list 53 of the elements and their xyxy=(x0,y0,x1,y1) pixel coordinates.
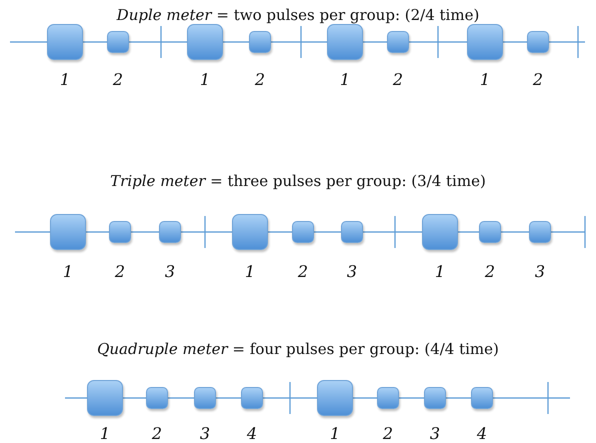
beat-number: 2 xyxy=(112,70,124,89)
beat-number: 1 xyxy=(244,262,256,281)
beat-number: 2 xyxy=(484,262,496,281)
strong-pulse-square xyxy=(467,24,503,60)
weak-pulse-square xyxy=(529,221,551,243)
strong-pulse-square xyxy=(422,214,458,250)
beat-number: 2 xyxy=(114,262,126,281)
beat-number: 3 xyxy=(534,262,546,281)
weak-pulse-square xyxy=(479,221,501,243)
weak-pulse-square xyxy=(341,221,363,243)
weak-pulse-square xyxy=(107,31,129,53)
weak-pulse-square xyxy=(109,221,131,243)
weak-pulse-square xyxy=(424,387,446,409)
beat-number: 1 xyxy=(434,262,446,281)
beat-number: 1 xyxy=(60,70,70,89)
beat-number: 2 xyxy=(532,70,544,89)
beat-number: 3 xyxy=(430,424,440,443)
strong-pulse-square xyxy=(327,24,363,60)
beat-number: 3 xyxy=(164,262,176,281)
weak-pulse-square xyxy=(292,221,314,243)
beat-number: 1 xyxy=(480,70,490,89)
weak-pulse-square xyxy=(377,387,399,409)
beat-number: 2 xyxy=(382,424,394,443)
weak-pulse-square xyxy=(249,31,271,53)
beat-number: 2 xyxy=(254,70,266,89)
beat-number: 3 xyxy=(200,424,210,443)
beat-number: 1 xyxy=(62,262,74,281)
beat-number: 4 xyxy=(476,424,488,443)
weak-pulse-square xyxy=(387,31,409,53)
weak-pulse-square xyxy=(471,387,493,409)
strong-pulse-square xyxy=(187,24,223,60)
weak-pulse-square xyxy=(241,387,263,409)
beat-number: 1 xyxy=(100,424,110,443)
weak-pulse-square xyxy=(159,221,181,243)
weak-pulse-square xyxy=(194,387,216,409)
meter-heading: Duple meter = two pulses per group: (2/4 time) xyxy=(116,6,480,24)
beat-number: 4 xyxy=(246,424,258,443)
beat-number: 2 xyxy=(298,262,308,281)
meter-heading: Quadruple meter = four pulses per group: (4/4 time) xyxy=(96,340,500,358)
beat-number: 3 xyxy=(346,262,358,281)
beat-number: 1 xyxy=(330,424,340,443)
beat-number: 1 xyxy=(200,70,210,89)
beat-number: 1 xyxy=(340,70,350,89)
weak-pulse-square xyxy=(527,31,549,53)
strong-pulse-square xyxy=(87,380,123,416)
beat-number: 2 xyxy=(392,70,404,89)
strong-pulse-square xyxy=(232,214,268,250)
beat-number: 2 xyxy=(152,424,162,443)
meter-heading: Triple meter = three pulses per group: (3/4 time) xyxy=(109,172,487,190)
weak-pulse-square xyxy=(146,387,168,409)
strong-pulse-square xyxy=(47,24,83,60)
strong-pulse-square xyxy=(50,214,86,250)
strong-pulse-square xyxy=(317,380,353,416)
